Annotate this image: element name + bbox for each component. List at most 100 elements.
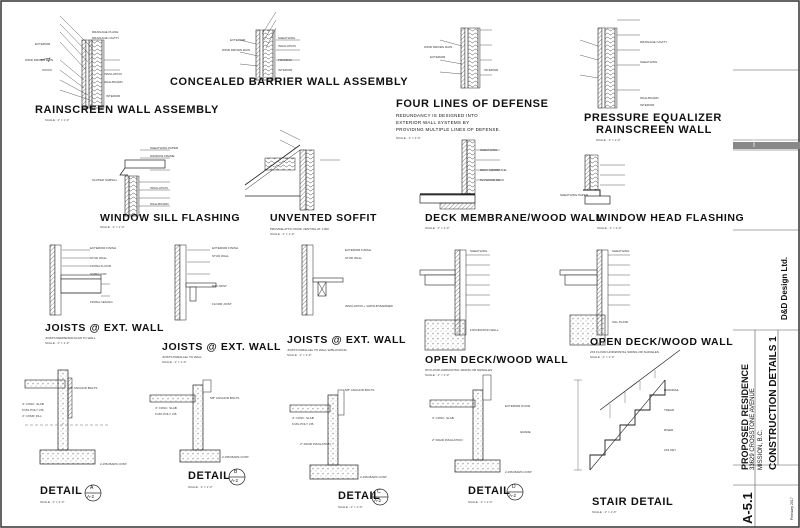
open-deck-1-drawing	[419, 249, 490, 351]
detail-a-title: DETAIL	[40, 485, 83, 497]
joists-3-title: JOISTS @ EXT. WALL	[287, 334, 407, 346]
label-insulation-2: INSULATION	[278, 44, 296, 48]
joists-1-drawing	[49, 244, 110, 316]
detail-d-title: DETAIL	[468, 485, 511, 497]
label-bars-a: 2-15M BARS CONT.	[100, 462, 128, 466]
deck-membrane-title: DECK MEMBRANE/WOOD WALL	[425, 212, 603, 224]
label-framing-2: FRAMING	[278, 58, 292, 62]
label-insulation-5: INSULATION	[150, 186, 168, 190]
label-finish-ceiling-1: FINISH CEILING	[90, 300, 113, 304]
detail-b-sheet: A-2	[231, 478, 239, 483]
label-sill-plate-8: SILL PLATE	[612, 320, 629, 324]
detail-d-sheet: A-2	[509, 493, 517, 498]
concealed-barrier-drawing	[239, 11, 300, 81]
label-sheathing-4: SHEATHING	[640, 60, 658, 64]
label-drainage-cavity-1: DRAINAGE CAVITY	[92, 36, 120, 40]
label-conc-slab-b: 4" CONC. SLAB	[155, 406, 177, 410]
open-deck-1-scale: SCALE : 1" = 1'-0"	[425, 373, 450, 377]
window-head-title: WINDOW HEAD FLASHING	[597, 212, 745, 224]
label-rigid-d: 2" RIGID INSULATION	[432, 438, 463, 442]
sheet-title: CONSTRUCTION DETAILS 1	[768, 336, 779, 470]
unvented-scale: SCALE : 1" = 1'-0"	[270, 232, 295, 236]
label-stud-wall-1: STUD WALL	[90, 256, 108, 260]
label-tread: TREAD	[664, 408, 675, 412]
label-exterior-finish-1: EXTERIOR FINISH	[90, 246, 117, 250]
label-conc-slab-c: 4" CONC. SLAB	[292, 416, 314, 420]
stair-scale: SCALE : 1" = 1'-0"	[592, 510, 617, 514]
open-deck-2-scale: SCALE : 1" = 1'-0"	[590, 355, 615, 359]
label-stud-wall-3: STUD WALL	[345, 256, 363, 260]
label-poly-b: 6 MIL POLY V.B.	[155, 412, 178, 416]
joists-3-note: JOISTS PARALLEL TO WALL W/BLOCKING	[287, 348, 347, 352]
open-deck-2-title: OPEN DECK/WOOD WALL	[590, 336, 734, 348]
four-lines-note-1: REDUNDANCY IS DESIGNED INTO	[396, 113, 478, 118]
project-address: 33629 CROSSTONE AVENUE	[750, 388, 756, 470]
label-wind-rain-3: WIND DRIVEN RAIN	[424, 45, 453, 49]
detail-a-letter: A	[90, 485, 94, 491]
label-sheathing-paper: SHEATHING PAPER	[150, 146, 179, 150]
label-deck-membrane: DECK MEMBRANE	[480, 168, 507, 172]
joists-1-scale: SCALE : 1" = 1'-0"	[45, 341, 70, 345]
label-fill-a: 4" COMP. FILL	[22, 414, 42, 418]
concealed-title: CONCEALED BARRIER WALL ASSEMBLY	[170, 76, 409, 88]
label-rim-joist-2: RIM JOIST	[212, 284, 227, 288]
label-exterior-finish-3: EXTERIOR FINISH	[345, 248, 372, 252]
rainscreen-assembly-drawing	[39, 15, 120, 109]
joists-1-title: JOISTS @ EXT. WALL	[45, 322, 165, 334]
detail-a-scale: SCALE : 1" = 1'-0"	[40, 500, 65, 504]
joists-2-note: JOISTS PARALLEL TO WALL	[162, 355, 202, 359]
unvented-soffit-drawing	[244, 129, 340, 211]
label-sheathing-7: SHEATHING	[470, 249, 488, 253]
label-conc-slab-a: 4" CONC. SLAB	[22, 402, 44, 406]
label-anchor-bolts-a: 5/8" ANCHOR BOLTS	[68, 386, 98, 390]
project-name: PROPOSED RESIDENCE	[740, 363, 750, 470]
window-sill-drawing	[119, 149, 170, 217]
unvented-title: UNVENTED SOFFIT	[270, 212, 378, 224]
label-plywood-deck: PLYWOOD DECK	[480, 178, 505, 182]
label-conc-slab-d: 4" CONC. SLAB	[432, 416, 454, 420]
label-stud-wall-2: STUD WALL	[212, 254, 230, 258]
label-sloped-sill: SLOPED SUBSILL	[92, 178, 118, 182]
band-label: CONSTRUCTION DETAILS 1	[752, 109, 756, 147]
label-exterior-2: EXTERIOR	[230, 38, 246, 42]
pressure-title-1: PRESSURE EQUALIZER	[584, 112, 722, 124]
stair-drawing	[574, 349, 681, 471]
four-lines-note-3: PROVIDING MULTIPLE LINES OF DEFENSE.	[396, 127, 501, 132]
window-head-drawing	[583, 154, 625, 205]
label-insulation-1: INSULATION	[104, 72, 122, 76]
unvented-note: PROVIDE ATTIC ROOF VENTING AT 1:300	[270, 227, 329, 231]
joists-3-drawing	[301, 244, 344, 316]
stair-title: STAIR DETAIL	[592, 496, 674, 508]
joists-1-note: JOISTS PERPENDICULAR TO WALL	[45, 336, 96, 340]
label-exterior-door: EXTERIOR DOOR	[505, 404, 531, 408]
four-lines-title: FOUR LINES OF DEFENSE	[396, 98, 549, 110]
label-wind-rain-2: WIND DRIVEN RAIN	[222, 48, 251, 52]
detail-b-letter: B	[234, 469, 238, 475]
detail-d-drawing	[429, 374, 501, 473]
pressure-scale: SCALE : 1" = 1'-0"	[596, 138, 621, 142]
label-wallboard-5: WALLBOARD	[150, 202, 169, 206]
label-wallboard-4: WALLBOARD	[640, 96, 659, 100]
label-floor-joist-2: FLOOR JOIST	[212, 302, 232, 306]
label-sheathing-6: SHEATHING	[480, 148, 498, 152]
project-city: MISSION, B.C.	[758, 429, 764, 470]
label-window-frame: WINDOW FRAME	[150, 154, 175, 158]
joists-2-drawing	[174, 244, 217, 321]
detail-a-sheet: A-2	[87, 494, 95, 499]
deck-membrane-drawing	[419, 139, 500, 210]
detail-c-drawing	[289, 389, 359, 480]
label-sheathing-8: SHEATHING	[612, 249, 630, 253]
label-interior-3: INTERIOR	[484, 68, 499, 72]
title-block-lines	[733, 69, 800, 528]
label-key: 2X4 KEY	[664, 448, 677, 452]
detail-b-title: DETAIL	[188, 470, 231, 482]
sheet-date: February 2017	[790, 497, 794, 520]
label-poly-a: 6 MIL POLY V.B.	[22, 408, 45, 412]
label-rigid-c: 2" RIGID INSULATION	[300, 442, 331, 446]
detail-c-letter: C	[377, 489, 381, 495]
rainscreen-title: RAINSCREEN WALL ASSEMBLY	[35, 104, 219, 116]
detail-b-scale: SCALE : 1" = 1'-0"	[188, 485, 213, 489]
title-block-band	[733, 142, 800, 149]
label-interior-2: INTERIOR	[278, 68, 293, 72]
